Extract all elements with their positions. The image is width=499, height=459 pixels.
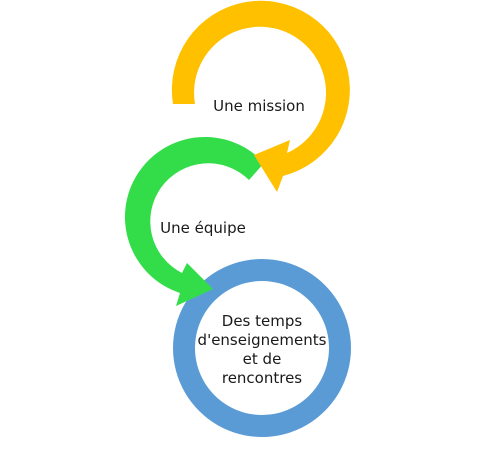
label-equipe: Une équipe: [160, 219, 246, 237]
label-mission: Une mission: [213, 97, 305, 115]
label-temps-line-1: Des temps: [222, 312, 303, 330]
label-temps-line-3: et de: [243, 350, 282, 368]
arrow-equipe: [124, 136, 264, 306]
arrow-mission: [171, 0, 350, 192]
label-temps-line-4: rencontres: [222, 369, 302, 387]
label-temps-line-2: d'enseignements: [198, 331, 327, 349]
